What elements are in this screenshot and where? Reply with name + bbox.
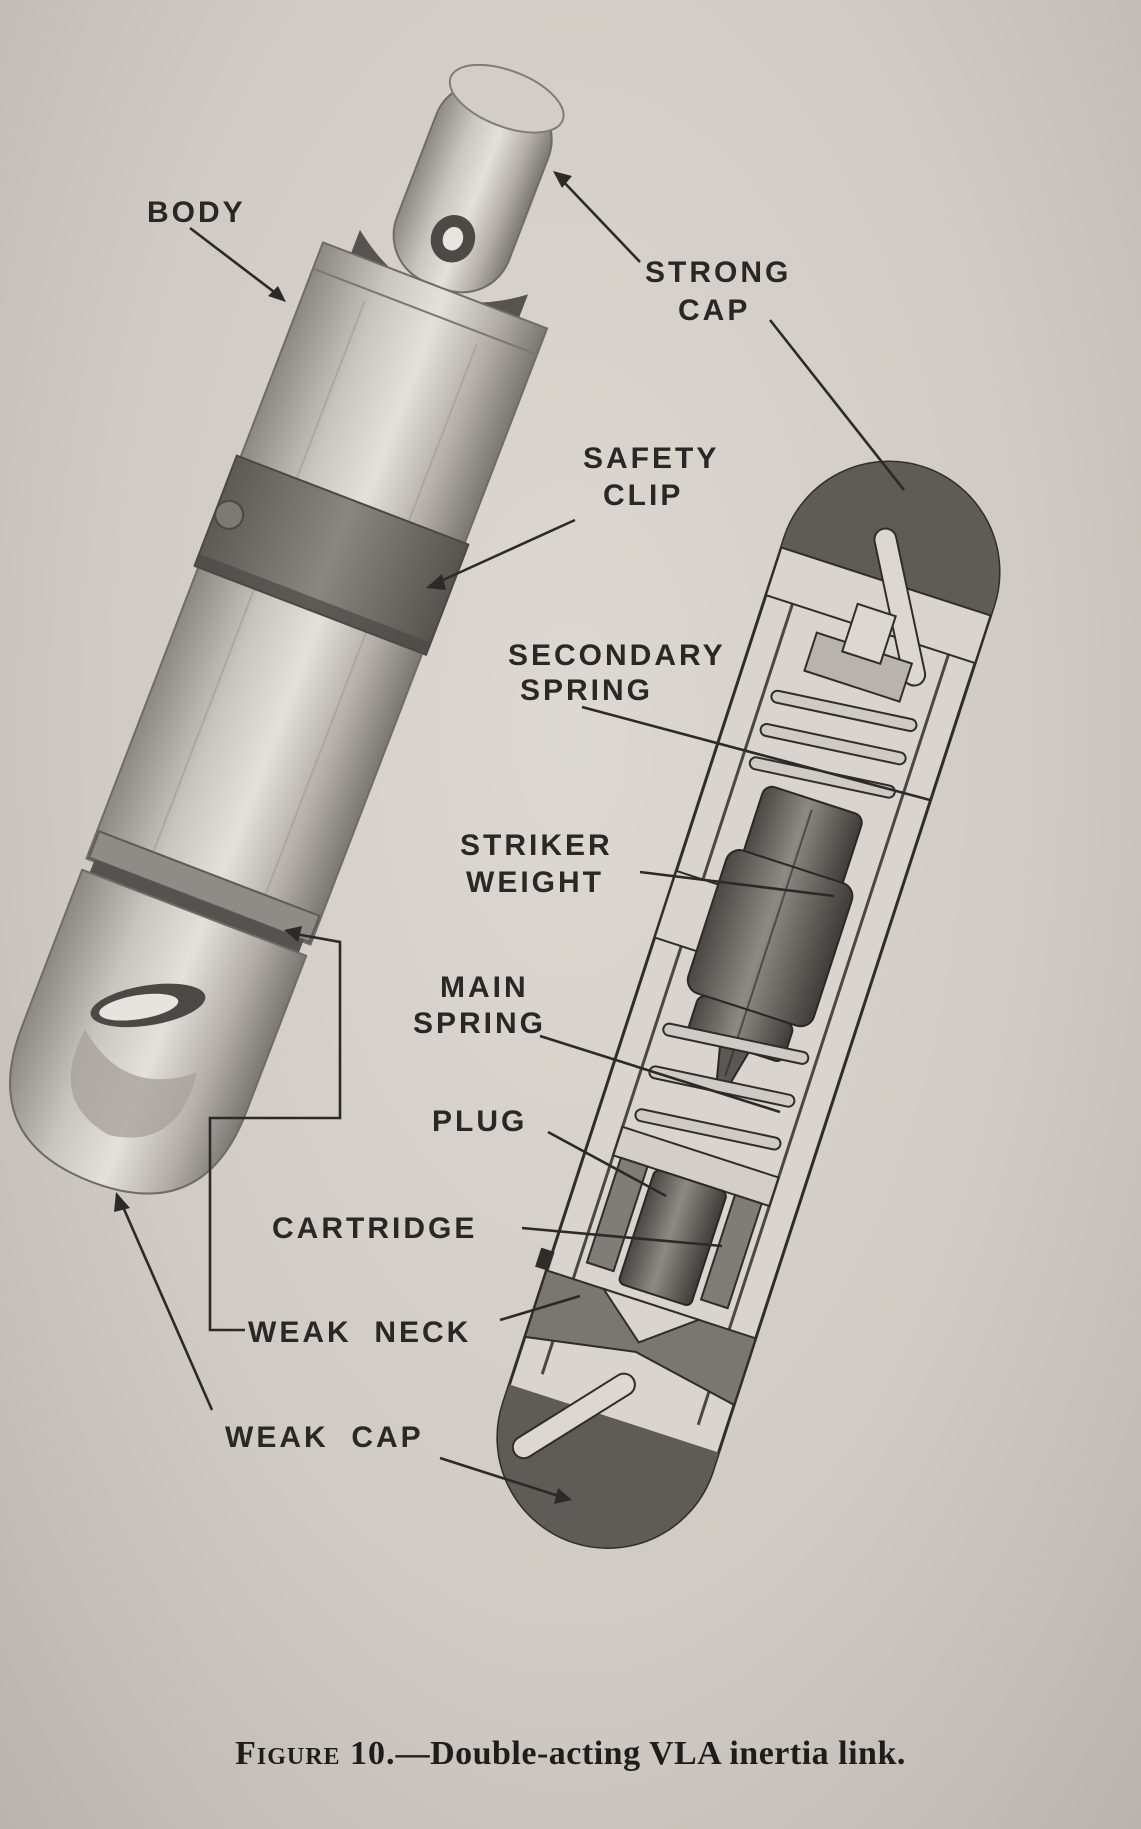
leader-secondary-spring	[581, 705, 931, 802]
figure-caption: Figure 10.—Double-acting VLA inertia lin…	[0, 1735, 1141, 1773]
caption-text: —Double-acting VLA inertia link.	[395, 1735, 906, 1772]
leader-body	[189, 226, 283, 300]
label-striker-weight-line2: WEIGHT	[466, 866, 604, 899]
cutaway-inertia-link	[496, 460, 1001, 1549]
safety-clip-photo	[193, 454, 470, 657]
arrowhead-weak-neck-photo	[284, 926, 302, 942]
label-strong-cap-line2: CAP	[678, 294, 750, 327]
label-safety-clip-line1: SAFETY	[583, 442, 719, 475]
label-strong-cap-line1: STRONG	[645, 256, 791, 289]
labels: BODY STRONG CAP SAFETY CLIP SECONDARY SP…	[147, 196, 791, 1454]
leader-striker-weight	[639, 870, 835, 898]
leader-weak-cap-photo	[118, 1199, 214, 1411]
weak-cap-section	[497, 1372, 719, 1548]
leader-main-spring	[539, 1034, 781, 1114]
arrowhead-body	[268, 286, 286, 302]
arrowhead-safety-clip	[426, 574, 446, 590]
leader-strong-cap-section	[768, 319, 906, 491]
label-cartridge: CARTRIDGE	[272, 1212, 477, 1245]
weak-neck-section	[523, 1247, 757, 1407]
leader-weak-neck-section	[499, 1294, 581, 1322]
weak-cap-photo	[9, 868, 308, 1195]
caption-figure-number: Figure 10.	[235, 1735, 396, 1772]
cartridge-section	[618, 1169, 727, 1307]
leader-weak-cap-section	[439, 1456, 566, 1500]
label-plug: PLUG	[432, 1105, 527, 1138]
label-main-spring-line2: SPRING	[413, 1007, 546, 1040]
label-safety-clip-line2: CLIP	[603, 479, 683, 512]
secondary-spring-section	[748, 689, 918, 799]
label-body: BODY	[147, 196, 246, 229]
strong-cap-section	[764, 462, 1000, 703]
label-weak-neck: WEAK NECK	[248, 1316, 471, 1349]
photo-inertia-link	[9, 63, 565, 1195]
plug-section	[585, 1125, 780, 1310]
leader-safety-clip	[431, 518, 576, 587]
label-striker-weight-line1: STRIKER	[460, 829, 613, 862]
leader-lines	[114, 171, 931, 1504]
leader-weak-neck-photo	[208, 931, 342, 1332]
weak-neck-photo	[87, 829, 321, 955]
label-main-spring-line1: MAIN	[440, 971, 529, 1004]
leader-strong-cap-photo	[559, 177, 641, 263]
arrowhead-weak-cap-section	[554, 1488, 572, 1504]
main-spring-section	[634, 1022, 810, 1151]
arrowhead-strong-cap-photo	[553, 171, 572, 188]
label-secondary-spring-line1: SECONDARY	[508, 639, 726, 672]
leader-cartridge	[521, 1226, 723, 1248]
leader-plug	[547, 1130, 667, 1198]
label-weak-cap: WEAK CAP	[225, 1421, 424, 1454]
label-secondary-spring-line2: SPRING	[520, 674, 653, 707]
arrowhead-weak-cap-photo	[114, 1192, 130, 1212]
